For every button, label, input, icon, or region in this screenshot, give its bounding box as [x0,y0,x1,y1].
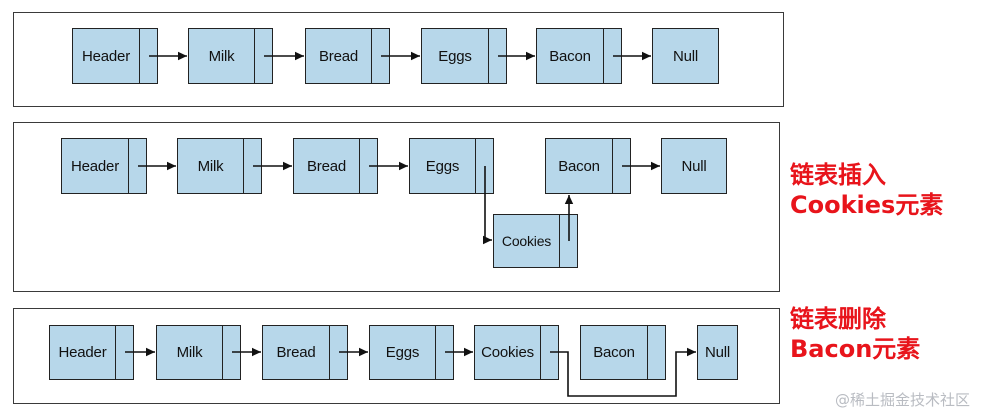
next-pointer-cell [488,29,506,83]
node-bread: Bread [305,28,390,84]
node-bacon: Bacon [536,28,622,84]
node-cookies-inserted: Cookies [493,214,578,268]
node-label: Bread [318,47,359,65]
node-label: Eggs [425,157,460,175]
next-pointer-cell [359,139,377,193]
node-label: Header [58,344,107,361]
arrow-to-cookies [483,166,492,245]
node-label: Null [672,47,699,65]
node-label: Cookies [501,233,552,249]
next-pointer-cell [243,139,261,193]
watermark: @稀土掘金技术社区 [834,391,970,409]
next-pointer-cell [435,326,453,379]
node-eggs: Eggs [369,325,454,380]
node-label: Null [681,157,707,175]
node-label: Milk [197,157,224,175]
node-bread: Bread [262,325,348,380]
caption-line: Cookies元素 [790,191,944,219]
node-label: Null [704,344,731,361]
arrow-skip-bacon [550,347,696,397]
next-pointer-cell [612,139,630,193]
node-eggs: Eggs [409,138,494,194]
node-label: Bread [306,157,347,175]
next-pointer-cell [371,29,389,83]
caption-line: 链表插入 [790,161,886,189]
node-label: Cookies [481,344,534,361]
node-label: Eggs [385,344,420,361]
node-null: Null [652,28,719,84]
node-null: Null [697,325,738,380]
next-pointer-cell [647,326,665,379]
node-label: Bread [276,344,316,361]
next-pointer-cell [540,326,558,379]
caption-line: 链表删除 [790,305,886,333]
next-pointer-cell [139,29,157,83]
node-bread: Bread [293,138,378,194]
caption-delete: 链表删除 Bacon元素 [790,304,920,364]
next-pointer-cell [222,326,240,379]
next-pointer-cell [329,326,347,379]
node-label: Milk [208,47,235,65]
node-label: Eggs [438,47,472,65]
node-label: Bacon [558,157,600,175]
node-header: Header [61,138,147,194]
next-pointer-cell [128,139,146,193]
node-bacon: Bacon [545,138,631,194]
node-label: Bacon [549,47,591,65]
node-milk: Milk [177,138,262,194]
node-null: Null [661,138,727,194]
node-label: Bacon [593,344,635,361]
node-label: Header [71,157,119,175]
next-pointer-cell [254,29,272,83]
caption-insert: 链表插入 Cookies元素 [790,160,943,220]
node-eggs: Eggs [421,28,507,84]
node-bacon-removed: Bacon [580,325,666,380]
next-pointer-cell [559,215,577,267]
next-pointer-cell [475,139,493,193]
next-pointer-cell [115,326,133,379]
node-label: Milk [176,344,203,361]
next-pointer-cell [603,29,621,83]
caption-line: Bacon元素 [790,335,921,363]
node-header: Header [49,325,134,380]
node-label: Header [82,47,130,65]
